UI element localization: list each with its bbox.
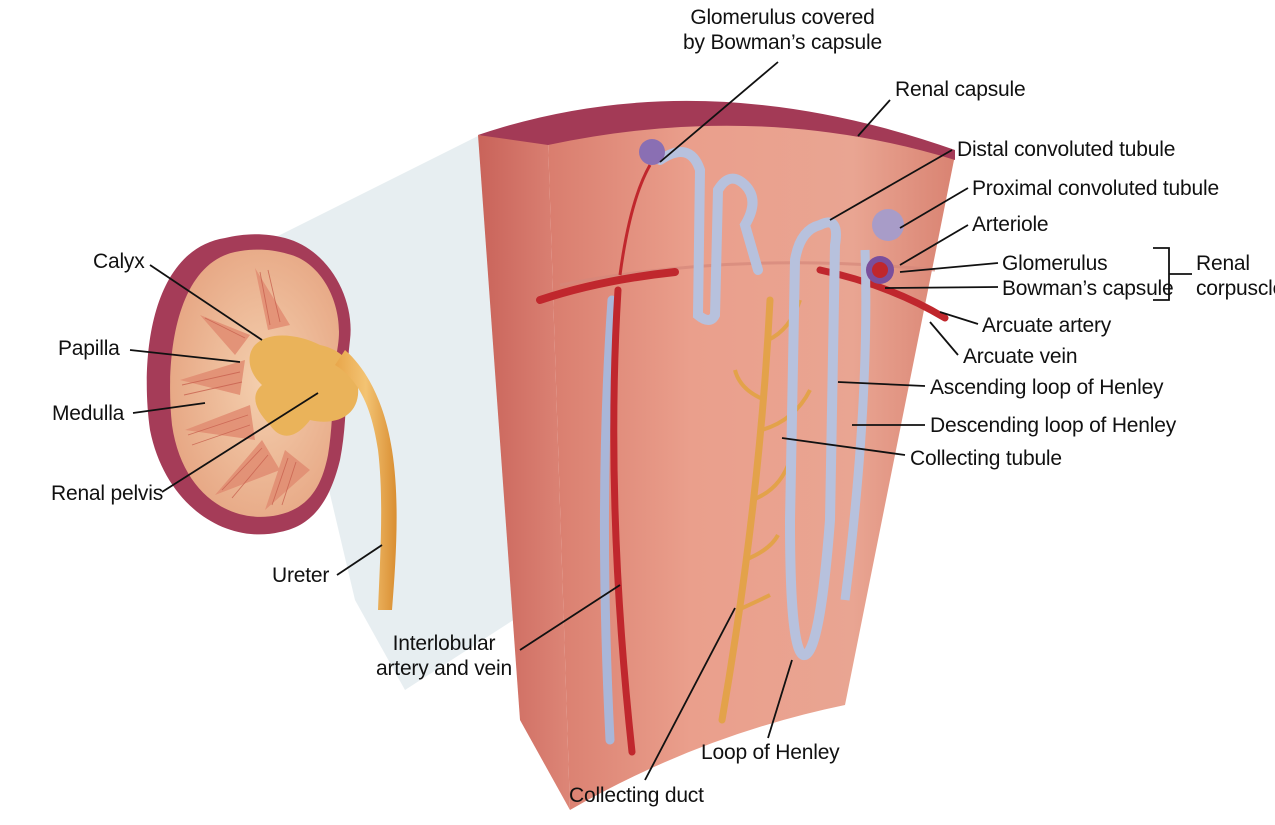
- label-arcuate-vein: Arcuate vein: [963, 345, 1078, 368]
- label-interlobular: Interlobular artery and vein: [360, 631, 528, 681]
- label-arcuate-artery: Arcuate artery: [982, 314, 1112, 337]
- glomerulus-left: [639, 139, 665, 165]
- convoluted-coil: [872, 209, 904, 241]
- wedge-front-face: [548, 120, 955, 810]
- label-calyx: Calyx: [93, 250, 145, 273]
- label-arteriole: Arteriole: [972, 213, 1049, 236]
- label-renal-pelvis: Renal pelvis: [51, 482, 163, 505]
- collecting-duct-tube: [718, 296, 774, 724]
- label-bowmans-capsule: Bowman’s capsule: [1002, 277, 1174, 300]
- label-glomerulus: Glomerulus: [1002, 252, 1108, 275]
- label-interlobular-line2: artery and vein: [376, 657, 512, 680]
- wedge-capsule-band: [478, 100, 955, 160]
- kidney-section: [146, 234, 397, 610]
- nephron-tubule-left: [655, 147, 763, 325]
- wedge-side-face: [478, 135, 570, 810]
- projection-haze: [270, 135, 560, 690]
- label-descending-loop: Descending loop of Henley: [930, 414, 1176, 437]
- kidney-cortex: [170, 249, 339, 517]
- label-papilla: Papilla: [58, 337, 120, 360]
- ascending-loop-tube: [840, 249, 871, 601]
- label-collecting-tubule: Collecting tubule: [910, 447, 1062, 470]
- label-ascending-loop: Ascending loop of Henley: [930, 376, 1164, 399]
- label-renal-corpuscle-line2: corpuscle: [1196, 277, 1275, 300]
- label-distal-convoluted-tubule: Distal convoluted tubule: [957, 138, 1176, 161]
- label-ureter: Ureter: [272, 564, 330, 587]
- glomerulus-right-core: [872, 262, 888, 278]
- medulla-striations: [181, 269, 297, 506]
- label-renal-corpuscle-line1: Renal: [1196, 252, 1250, 275]
- leader-lines: [129, 61, 1192, 781]
- label-renal-capsule: Renal capsule: [895, 78, 1026, 101]
- label-medulla: Medulla: [52, 402, 125, 425]
- label-collecting-duct: Collecting duct: [569, 784, 704, 807]
- afferent-arteriole: [618, 164, 652, 276]
- label-proximal-convoluted-tubule: Proximal convoluted tubule: [972, 177, 1219, 200]
- loop-of-henley-tube: [784, 217, 841, 660]
- label-glomerulus-covered: Glomerulus covered by Bowman’s capsule: [660, 5, 905, 55]
- medulla-pyramids: [180, 268, 310, 510]
- arcuate-vessel-left: [536, 268, 679, 304]
- label-glomerulus-covered-line2: by Bowman’s capsule: [683, 31, 882, 54]
- renal-pelvis-shape: [249, 335, 359, 436]
- label-glomerulus-covered-line1: Glomerulus covered: [690, 6, 875, 29]
- label-interlobular-line1: Interlobular: [392, 632, 496, 655]
- label-loop-of-henley: Loop of Henley: [701, 741, 840, 764]
- interlobular-vein: [599, 295, 617, 745]
- cortex-wedge: [478, 100, 955, 810]
- interlobular-artery: [610, 286, 636, 756]
